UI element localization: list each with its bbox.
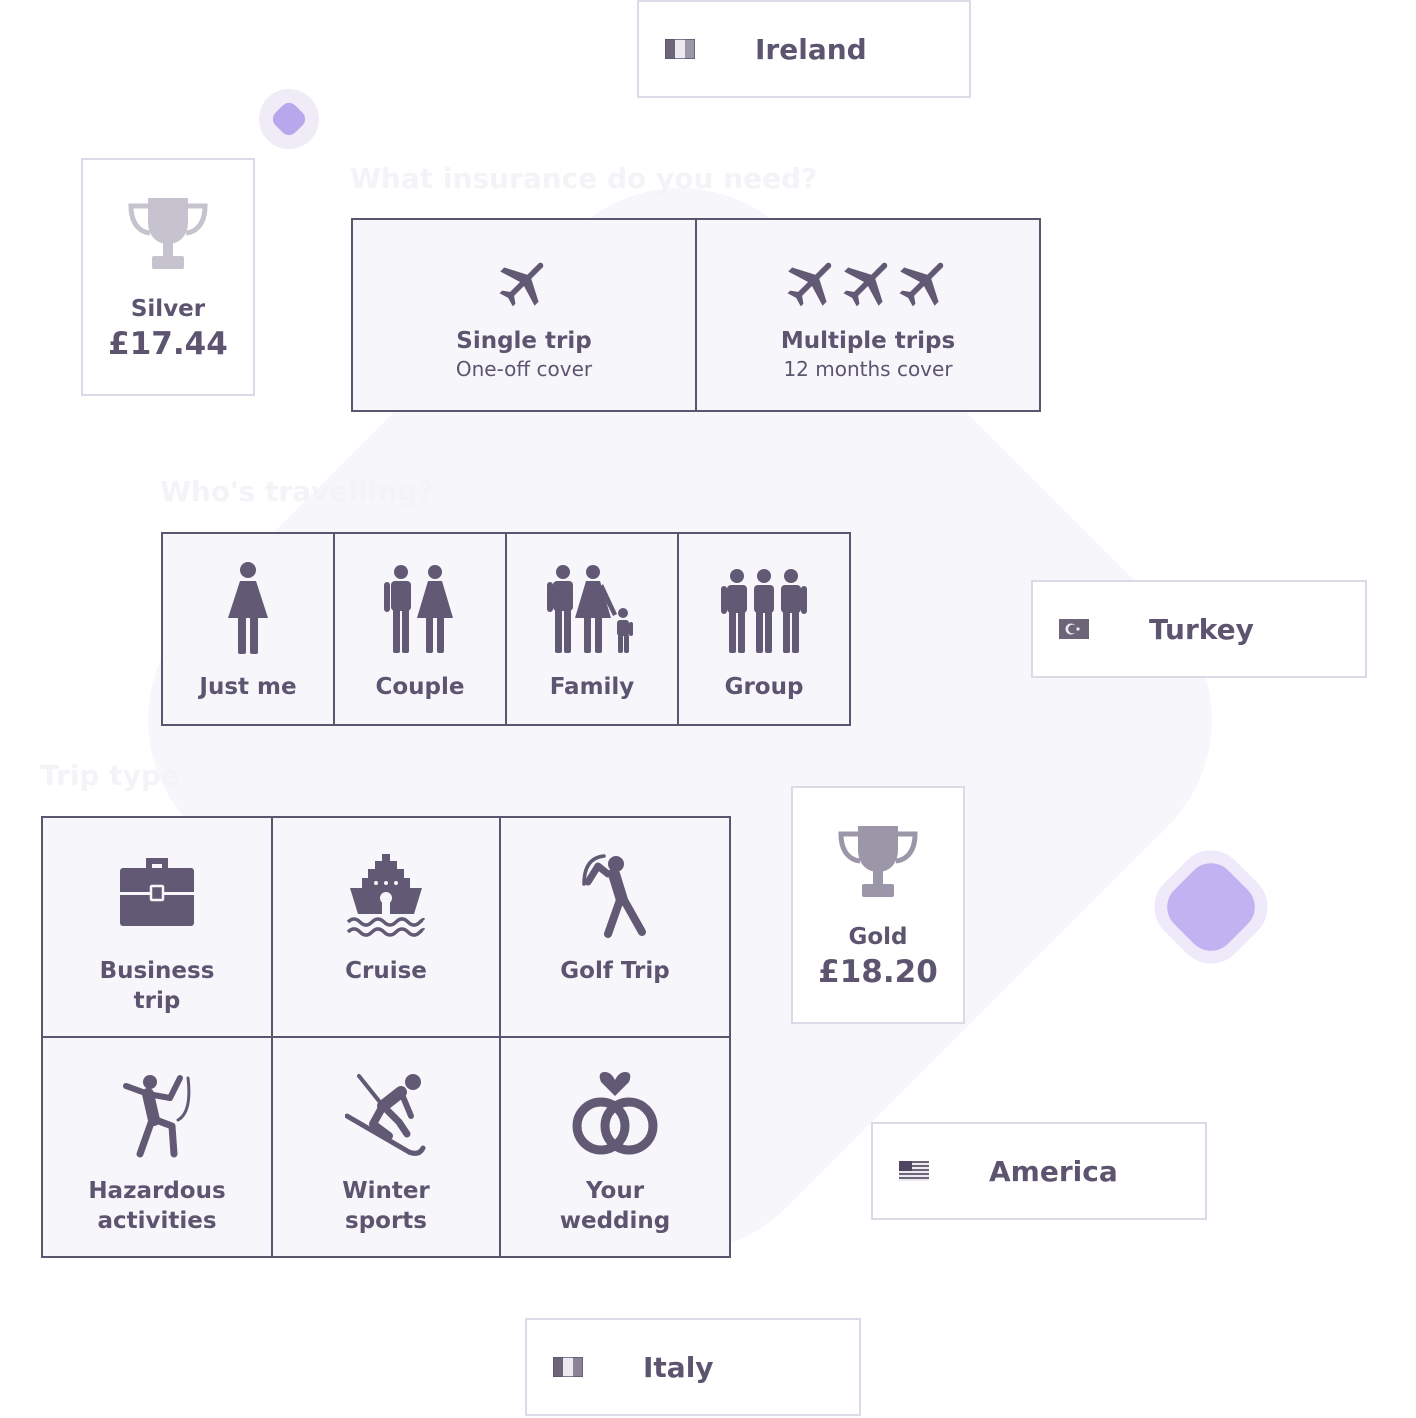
golfer-icon: [582, 854, 646, 938]
option-family[interactable]: Family: [507, 534, 677, 724]
destination-name: Italy: [643, 1350, 714, 1384]
option-hazardous-activities[interactable]: Hazardous activities: [43, 1038, 271, 1256]
option-label: Just me: [199, 674, 297, 700]
insurance-options-grid: Single trip One-off cover Multiple trips…: [351, 218, 1041, 412]
option-label: Family: [549, 674, 635, 700]
plan-card-silver[interactable]: Silver £17.44: [81, 158, 255, 396]
trip-type-heading: Trip type: [40, 759, 180, 792]
family-icon: [547, 565, 633, 653]
destination-name: America: [989, 1154, 1118, 1188]
option-label: Business trip: [99, 958, 215, 1014]
option-label: Couple: [375, 674, 465, 700]
couple-icon: [384, 565, 453, 653]
option-group[interactable]: Group: [679, 534, 849, 724]
destination-name: Turkey: [1149, 612, 1254, 646]
usa-flag-icon: [899, 1161, 929, 1181]
cruise-ship-icon: [346, 854, 426, 937]
traveller-options-grid: Just me Couple: [161, 532, 851, 726]
option-winter-sports[interactable]: Winter sports: [273, 1038, 499, 1256]
option-business-trip[interactable]: Business trip: [43, 818, 271, 1036]
single-person-icon: [228, 562, 268, 654]
insurance-question-heading: What insurance do you need?: [350, 162, 818, 195]
trip-type-options-grid: Business trip Cruise: [41, 816, 731, 1258]
option-single-trip[interactable]: Single trip One-off cover: [353, 220, 695, 410]
option-label: Golf Trip: [560, 958, 670, 984]
option-multiple-trips[interactable]: Multiple trips 12 months cover: [697, 220, 1039, 410]
option-label: Your wedding: [559, 1178, 671, 1234]
silver-trophy-icon: [128, 198, 208, 269]
ireland-flag-icon: [665, 39, 695, 59]
plan-name: Gold: [848, 924, 908, 950]
climber-icon: [123, 1075, 191, 1158]
turkey-flag-icon: [1059, 619, 1089, 639]
destination-card-america[interactable]: America: [871, 1122, 1207, 1220]
option-label: Group: [724, 674, 804, 700]
plan-price: £17.44: [108, 326, 228, 362]
italy-flag-icon: [553, 1357, 583, 1377]
plan-name: Silver: [130, 296, 206, 322]
skier-icon: [345, 1074, 426, 1156]
three-airplanes-icon: [787, 262, 944, 307]
briefcase-icon: [120, 858, 194, 926]
destination-card-turkey[interactable]: Turkey: [1031, 580, 1367, 678]
option-your-wedding[interactable]: Your wedding: [501, 1038, 729, 1256]
wedding-rings-icon: [572, 1072, 658, 1155]
option-cruise[interactable]: Cruise: [273, 818, 499, 1036]
option-just-me[interactable]: Just me: [163, 534, 333, 724]
option-label: Winter sports: [342, 1178, 430, 1234]
option-label: Cruise: [345, 958, 427, 984]
travellers-question-heading: Who's travelling?: [160, 475, 434, 508]
option-label: Hazardous activities: [88, 1178, 226, 1234]
decorative-gem-small: [259, 89, 319, 149]
option-label: Single trip: [456, 328, 592, 354]
option-couple[interactable]: Couple: [335, 534, 505, 724]
group-icon: [721, 569, 807, 653]
option-sublabel: 12 months cover: [783, 357, 953, 381]
destination-card-italy[interactable]: Italy: [525, 1318, 861, 1416]
destination-name: Ireland: [755, 32, 867, 66]
airplane-icon: [499, 262, 544, 307]
gold-trophy-icon: [838, 826, 918, 897]
plan-card-gold[interactable]: Gold £18.20: [791, 786, 965, 1024]
plan-price: £18.20: [818, 954, 938, 990]
option-sublabel: One-off cover: [455, 357, 593, 381]
option-label: Multiple trips: [780, 328, 956, 354]
decorative-gem-large: [1154, 850, 1268, 964]
destination-card-ireland[interactable]: Ireland: [637, 0, 971, 98]
option-golf-trip[interactable]: Golf Trip: [501, 818, 729, 1036]
